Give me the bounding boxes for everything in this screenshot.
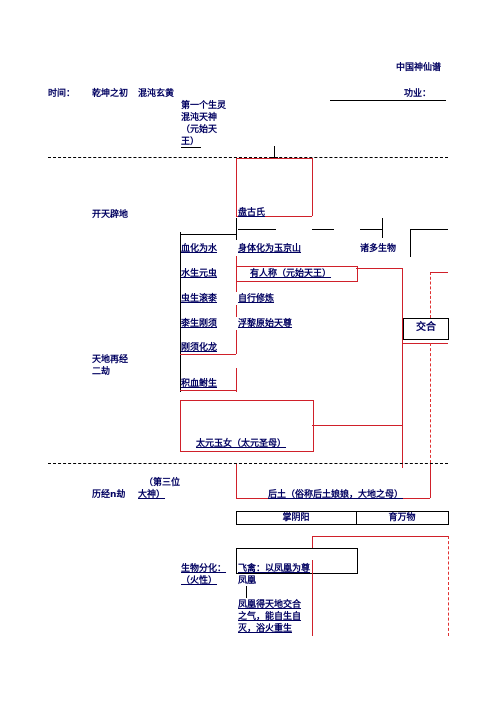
red-frame-left bbox=[236, 158, 237, 216]
pangu-stem bbox=[236, 218, 237, 240]
fish-underline bbox=[180, 390, 236, 391]
hunyuan-xuanhuang: 混沌玄黄 bbox=[138, 89, 175, 99]
time-label: 时间： bbox=[48, 89, 76, 99]
blood-to-water: 血化为水 bbox=[181, 244, 218, 254]
beings-stem bbox=[382, 218, 383, 238]
named-yuanshi: 有人称（元始天王） bbox=[250, 269, 332, 279]
birds-box bbox=[236, 548, 358, 574]
chain-red-3 bbox=[236, 305, 237, 317]
beard-to-dragon: 刚须化龙 bbox=[181, 343, 218, 353]
phoenix-desc-3: 灭，浴火重生 bbox=[238, 624, 293, 634]
pangu-branch-2 bbox=[312, 229, 334, 230]
era-n-kalpas: 历经n劫 bbox=[92, 490, 126, 500]
era-creation: 开天辟地 bbox=[92, 210, 129, 220]
chain-red-1 bbox=[236, 256, 237, 272]
era-separator-2 bbox=[48, 463, 448, 464]
third-god-1: （第三位 bbox=[144, 478, 181, 488]
dash-red-3 bbox=[448, 536, 449, 636]
bio-red-stem bbox=[312, 536, 313, 548]
bio-label-2: （火性） bbox=[181, 576, 218, 586]
taiyuan-jade-girl: 太元玉女（太元圣母） bbox=[196, 439, 287, 449]
first-life-underline bbox=[181, 147, 201, 148]
right-stem bbox=[410, 229, 411, 257]
birds: 飞禽：以凤凰为尊 bbox=[238, 564, 311, 574]
phoenix: 凤凰 bbox=[238, 576, 257, 586]
chain-red-5 bbox=[236, 368, 237, 392]
merit-underline bbox=[330, 100, 446, 101]
first-life-line-3: （元始天 bbox=[181, 125, 218, 135]
first-life-line-4: 王） bbox=[181, 137, 200, 147]
water-bug: 水生元虫 bbox=[181, 269, 218, 279]
fuli-yuanshi: 浮黎原始天尊 bbox=[238, 319, 293, 329]
houtu: 后土（俗称后土娘娘，大地之母） bbox=[268, 490, 404, 500]
red-frame-bottom bbox=[236, 216, 312, 217]
era-beginning: 乾坤之初 bbox=[92, 89, 129, 99]
dragon-underline bbox=[180, 354, 236, 355]
merit-label: 功业： bbox=[404, 89, 432, 99]
red-frame-top bbox=[236, 158, 312, 159]
dash-red-1 bbox=[430, 272, 431, 318]
connector-tick bbox=[270, 157, 278, 158]
bio-label-1: 生物分化： bbox=[181, 564, 227, 574]
self-cultivation: 自行修炼 bbox=[238, 294, 275, 304]
third-god-2: 大神） bbox=[138, 490, 166, 500]
phoenix-stem bbox=[246, 586, 247, 598]
chain-left-rail bbox=[180, 232, 181, 392]
duty-yinyang: 掌阴阳 bbox=[282, 513, 310, 523]
right-red-rail bbox=[402, 268, 403, 468]
first-life-line-2: 混沌天神 bbox=[181, 113, 218, 123]
era-second-kalpa-1: 天地再经 bbox=[92, 355, 129, 365]
era-second-kalpa-2: 二劫 bbox=[92, 367, 111, 377]
houtu-red-bottom bbox=[236, 498, 430, 499]
pangu-branch-1 bbox=[238, 229, 276, 230]
first-life-line-1: 第一个生灵 bbox=[181, 101, 227, 111]
pangu-branch-3 bbox=[360, 229, 382, 230]
blood-fish: 积血鲋生 bbox=[181, 379, 218, 389]
page-title: 中国神仙谱 bbox=[396, 63, 442, 73]
many-beings: 诸多生物 bbox=[360, 244, 397, 254]
pangu-branch-4 bbox=[410, 229, 448, 230]
bug-to-slime: 虫生滚桼 bbox=[181, 294, 218, 304]
era-separator-1 bbox=[48, 157, 448, 158]
chain-red-4 bbox=[236, 330, 237, 354]
jiaohe-box: 交合 bbox=[403, 318, 449, 340]
jade-girl-frame bbox=[180, 400, 314, 452]
phoenix-desc-1: 凤凰得天地交合 bbox=[238, 600, 302, 610]
body-to-mountain: 身体化为玉京山 bbox=[238, 244, 302, 254]
duty-nurture: 育万物 bbox=[388, 513, 416, 523]
phoenix-desc-2: 之气，能自生自 bbox=[238, 612, 302, 622]
chain-red-2 bbox=[236, 280, 237, 292]
bio-red-rail bbox=[312, 560, 313, 636]
houtu-red-right bbox=[430, 464, 431, 498]
dash-red-2 bbox=[430, 343, 431, 463]
jiaohe-red-under bbox=[402, 343, 448, 344]
dash-red-cap bbox=[430, 272, 448, 273]
bio-red-top bbox=[312, 536, 448, 537]
connector-top bbox=[274, 146, 275, 158]
houtu-duties-table bbox=[236, 511, 449, 525]
pangu: 盘古氏 bbox=[238, 208, 266, 218]
pangu-to-blood bbox=[180, 234, 236, 235]
slime-to-beard: 桼生刚须 bbox=[181, 319, 218, 329]
houtu-red-left bbox=[236, 464, 237, 498]
named-yuanshi-frame bbox=[236, 266, 358, 282]
red-frame-right bbox=[312, 158, 313, 216]
houtu-duties-divider bbox=[356, 511, 357, 524]
jade-to-jiaohe bbox=[312, 425, 402, 426]
right-red-link bbox=[356, 268, 402, 269]
